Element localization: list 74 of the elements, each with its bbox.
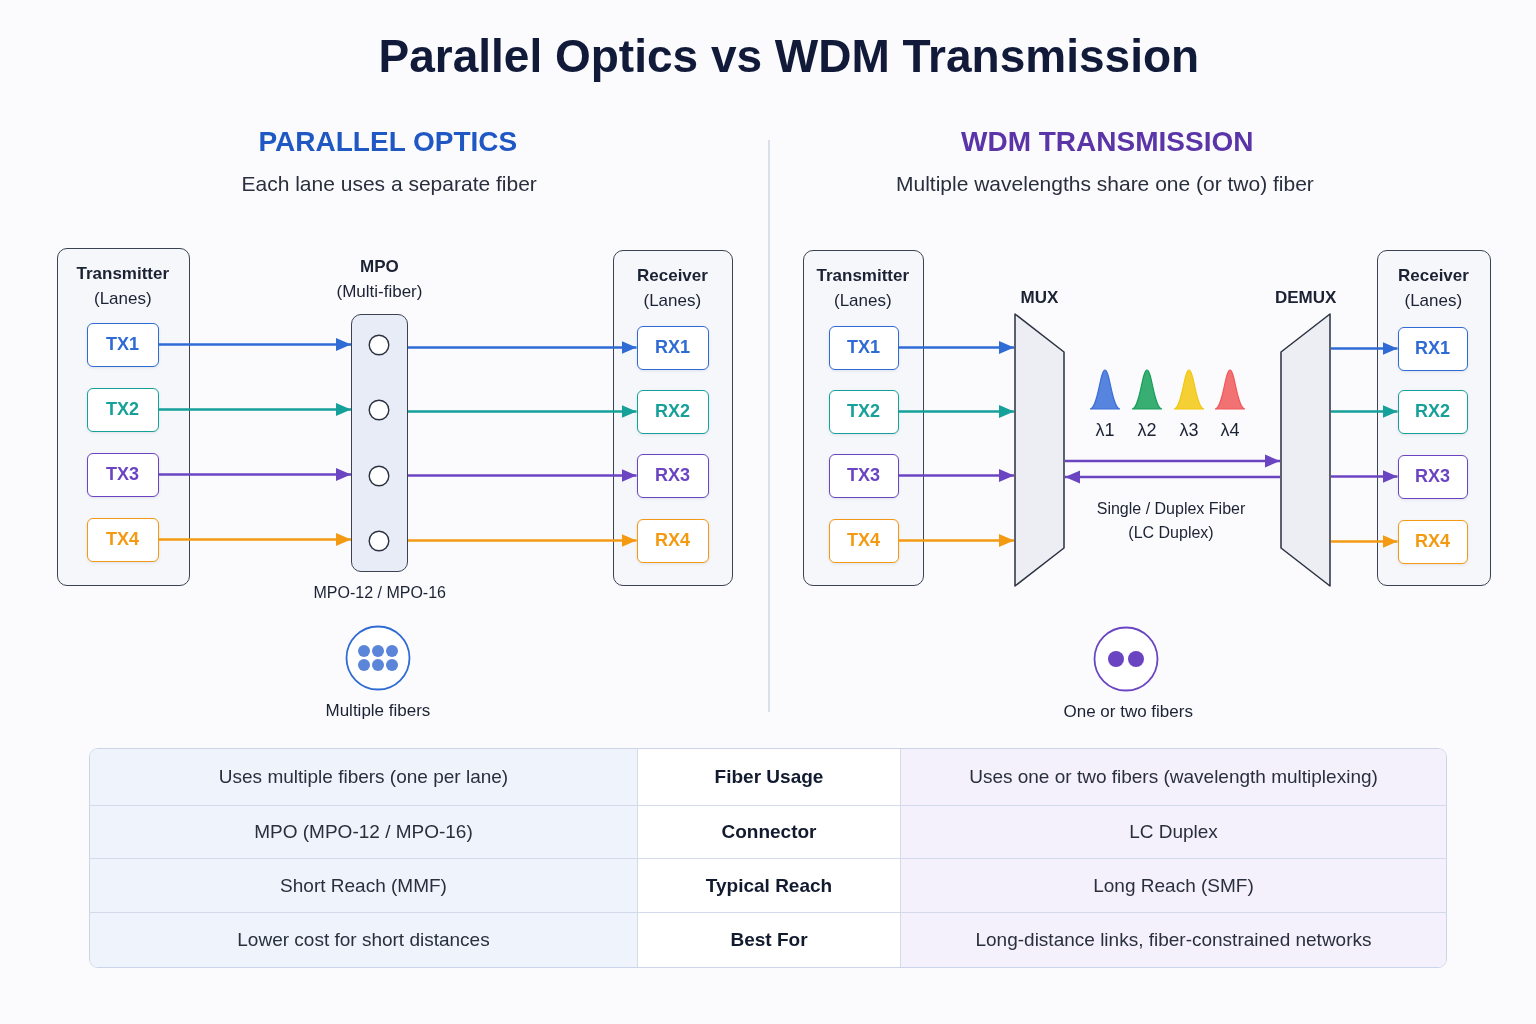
transmitter-lane: TX4 <box>828 518 899 563</box>
transmitter-lane: TX4 <box>86 517 159 562</box>
node-heading: MPO <box>360 255 399 277</box>
wavelength-label: λ1 <box>1095 418 1115 441</box>
comparison-cell: Uses one or two fibers (wavelength multiplexing) <box>901 749 1446 806</box>
transmitter-panel <box>803 250 924 586</box>
fiber-type-label: Single / Duplex Fiber (LC Duplex) <box>1095 499 1247 543</box>
comparison-cell: Uses multiple fibers (one per lane) <box>90 749 638 806</box>
arrow <box>1065 470 1280 484</box>
transmitter-lane: TX3 <box>86 452 159 497</box>
row-header: Connector <box>638 806 901 859</box>
receiver-lane: RX3 <box>1397 454 1468 499</box>
arrow <box>158 403 351 416</box>
wavelength-label: λ2 <box>1137 418 1157 441</box>
arrow <box>1331 405 1398 418</box>
panel-heading: Receiver <box>1398 264 1469 286</box>
arrow <box>1065 454 1280 468</box>
icon-caption: Multiple fibers <box>325 699 431 721</box>
receiver-lane: RX2 <box>636 389 709 434</box>
receiver-panel <box>613 250 733 586</box>
arrow <box>158 338 351 351</box>
comparison-cell: Long-distance links, fiber-constrained networks <box>901 913 1446 967</box>
node-heading: (Multi-fiber) <box>336 280 423 302</box>
section-subtitle: Multiple wavelengths share one (or two) fiber <box>896 171 1314 197</box>
transmitter-panel <box>57 248 190 586</box>
section-subtitle: Each lane uses a separate fiber <box>241 171 537 197</box>
arrow <box>898 341 1014 354</box>
receiver-lane: RX4 <box>1397 519 1468 564</box>
section-heading: WDM TRANSMISSION <box>961 124 1254 159</box>
transmitter-lane: TX3 <box>828 453 899 498</box>
panel-heading: (Lanes) <box>834 289 892 311</box>
arrow <box>898 534 1014 547</box>
row-header: Fiber Usage <box>638 749 901 806</box>
arrow <box>898 405 1014 418</box>
transmitter-lane: TX2 <box>828 389 899 434</box>
arrow <box>408 534 637 547</box>
transmitter-lane: TX1 <box>86 322 159 367</box>
section-heading: PARALLEL OPTICS <box>258 124 518 159</box>
panel-heading: Transmitter <box>816 264 910 286</box>
receiver-lane: RX1 <box>636 325 709 370</box>
panel-heading: (Lanes) <box>1404 289 1463 311</box>
arrow <box>1331 470 1398 483</box>
arrow <box>1331 535 1398 548</box>
node-heading: DEMUX <box>1275 286 1337 308</box>
receiver-lane: RX4 <box>636 518 709 563</box>
comparison-cell: MPO (MPO-12 / MPO-16) <box>90 806 638 859</box>
arrow <box>408 405 637 418</box>
receiver-panel <box>1377 250 1491 586</box>
comparison-cell: LC Duplex <box>901 806 1446 859</box>
panel-heading: Receiver <box>637 264 708 286</box>
arrow <box>158 468 351 481</box>
transmitter-lane: TX1 <box>828 325 899 370</box>
diagram-title: Parallel Optics vs WDM Transmission <box>378 29 1200 84</box>
node-caption: MPO-12 / MPO-16 <box>313 583 446 603</box>
arrow <box>1331 342 1398 355</box>
comparison-cell: Lower cost for short distances <box>90 913 638 967</box>
node-heading: MUX <box>1020 286 1059 308</box>
comparison-cell: Long Reach (SMF) <box>901 859 1446 913</box>
panel-heading: (Lanes) <box>94 287 152 309</box>
receiver-lane: RX3 <box>636 453 709 498</box>
arrow <box>898 469 1014 482</box>
arrow <box>408 469 637 482</box>
panel-heading: (Lanes) <box>643 289 702 311</box>
wavelength-label: λ3 <box>1179 418 1199 441</box>
comparison-cell: Short Reach (MMF) <box>90 859 638 913</box>
panel-heading: Transmitter <box>76 262 170 284</box>
receiver-lane: RX2 <box>1397 389 1468 434</box>
arrow <box>408 341 637 354</box>
wavelength-label: λ4 <box>1220 418 1240 441</box>
arrow <box>158 533 351 546</box>
icon-caption: One or two fibers <box>1063 700 1193 722</box>
row-header: Typical Reach <box>638 859 901 913</box>
transmitter-lane: TX2 <box>86 387 159 432</box>
receiver-lane: RX1 <box>1397 326 1468 371</box>
